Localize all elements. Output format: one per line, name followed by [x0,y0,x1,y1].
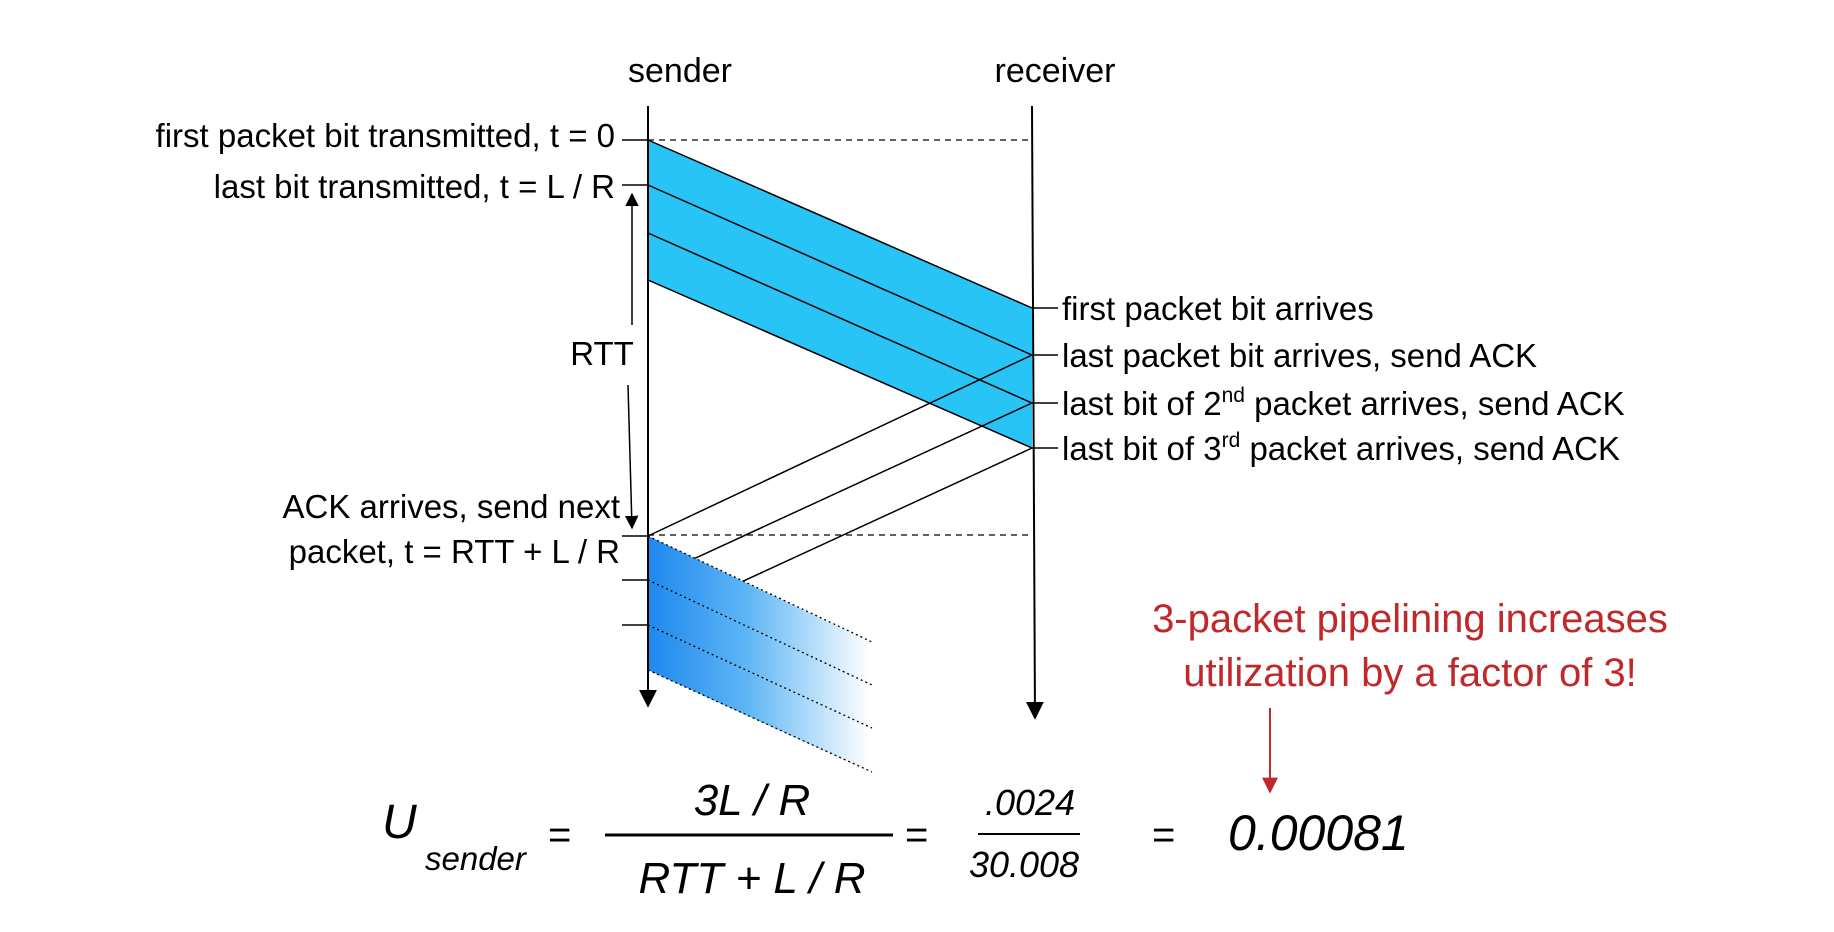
label-rtt: RTT [570,335,634,372]
next-packet-edge-2 [647,624,873,729]
receiver-header: receiver [995,52,1116,90]
formula-eq-1: = [548,813,571,857]
next-packet-3 [648,625,870,772]
next-packet-edge-1 [647,579,873,686]
label-ack-arrives-line2: packet, t = RTT + L / R [289,533,620,570]
formula-result: 0.00081 [1228,805,1409,861]
note-line-2: utilization by a factor of 3! [1183,651,1637,695]
receiver-timeline [1025,105,1044,720]
next-packet-2 [648,580,870,728]
formula-eq-2: = [905,813,928,857]
ack-line-1 [647,354,1033,537]
label-second-packet-arrives: last bit of 2nd packet arrives, send ACK [1062,384,1625,422]
sender-header: sender [628,52,732,90]
label-last-bit-arrives: last packet bit arrives, send ACK [1062,337,1537,374]
label-first-bit-transmitted: first packet bit transmitted, t = 0 [156,117,615,154]
label-third-packet-arrives: last bit of 3rd packet arrives, send ACK [1062,429,1620,467]
label-last-bit-transmitted: last bit transmitted, t = L / R [214,168,615,205]
packet-1-2-boundary [647,184,1033,356]
formula-u: U [382,796,417,849]
next-packet-edge-3 [647,669,873,773]
formula-numerator-2: .0024 [985,782,1075,823]
packet-band-top-edge [647,139,1033,309]
formula-denominator-2: 30.008 [969,844,1079,885]
formula-eq-3: = [1152,813,1175,857]
note-line-1: 3-packet pipelining increases [1152,597,1668,641]
rtt-arrow-down [624,384,639,530]
next-packet-edge-top [647,535,873,643]
formula-denominator-1: RTT + L / R [638,854,865,903]
formula-numerator-1: 3L / R [694,776,811,825]
ack-line-2 [647,402,1033,581]
packet-band-transmission [648,140,1032,448]
packet-2-3-boundary [647,232,1033,404]
label-first-bit-arrives: first packet bit arrives [1062,290,1374,327]
next-packet-1 [648,536,870,685]
formula-u-subscript: sender [425,840,528,877]
packet-band-bottom-edge [647,279,1033,449]
label-ack-arrives-line1: ACK arrives, send next [283,488,620,525]
